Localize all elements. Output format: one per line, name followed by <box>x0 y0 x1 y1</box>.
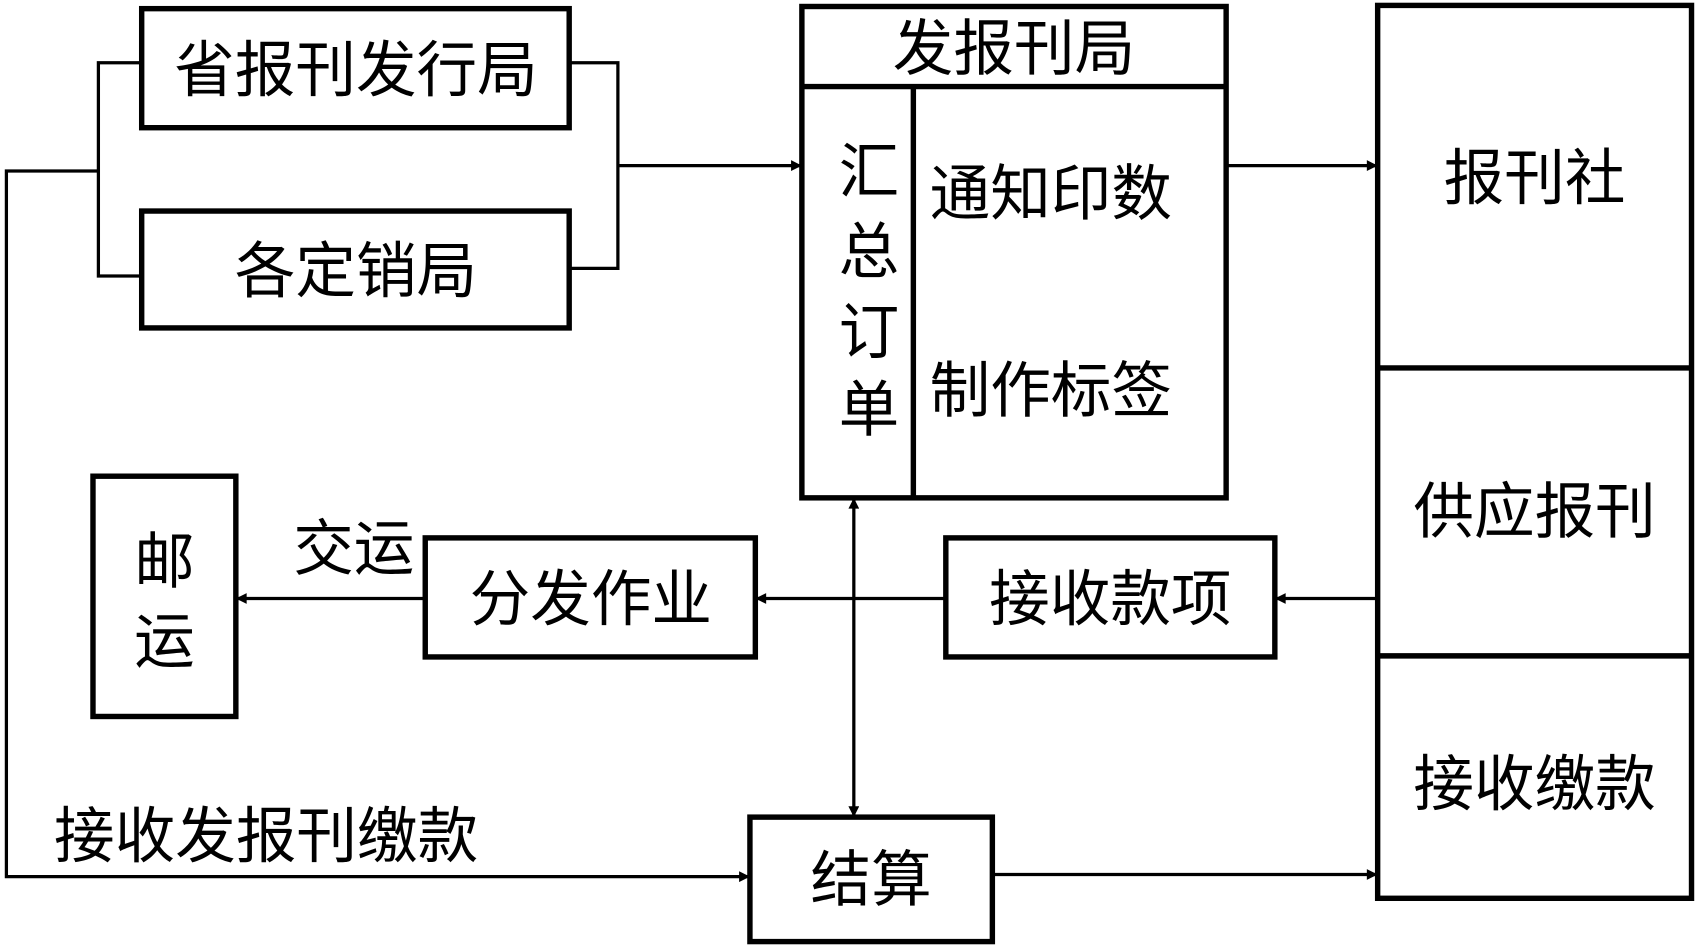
supply-label: 供应报刊 <box>1413 477 1655 547</box>
node-issuing-bureau: 发报刊局 汇 总 订 单 通知印数 制作标签 <box>799 3 1229 501</box>
char: 单 <box>839 376 900 446</box>
node-press-column: 报刊社 供应报刊 接收缴款 <box>1374 2 1695 902</box>
node-receive-funds: 接收款项 <box>943 535 1278 660</box>
right-bracket <box>569 61 620 271</box>
node-label: 各定销局 <box>235 237 477 307</box>
char: 运 <box>134 607 195 677</box>
receive-fees-label: 接收发报刊缴款 <box>54 802 478 872</box>
node-sales-bureaus: 各定销局 <box>138 208 572 331</box>
char: 汇 <box>839 138 900 208</box>
left-bracket <box>96 61 142 278</box>
notify-print-label: 通知印数 <box>930 159 1172 229</box>
node-province-bureau: 省报刊发行局 <box>138 5 572 131</box>
make-labels-label: 制作标签 <box>930 356 1172 426</box>
node-label: 省报刊发行局 <box>174 36 538 106</box>
node-post: 邮 运 <box>90 473 239 720</box>
receive-payment-label: 接收缴款 <box>1413 750 1655 820</box>
node-settlement: 结算 <box>747 814 996 945</box>
node-label: 结算 <box>811 845 932 915</box>
char: 总 <box>839 218 900 288</box>
char: 邮 <box>134 527 195 597</box>
handover-label: 交运 <box>293 514 414 584</box>
summarize-orders-label: 汇 总 订 单 <box>839 138 900 446</box>
node-distribution: 分发作业 <box>422 535 759 660</box>
node-label: 接收款项 <box>989 565 1231 635</box>
fee-return-line <box>4 169 750 883</box>
press-label: 报刊社 <box>1444 144 1626 214</box>
node-label: 分发作业 <box>470 565 712 635</box>
node-label: 发报刊局 <box>893 14 1135 84</box>
char: 订 <box>839 298 900 368</box>
